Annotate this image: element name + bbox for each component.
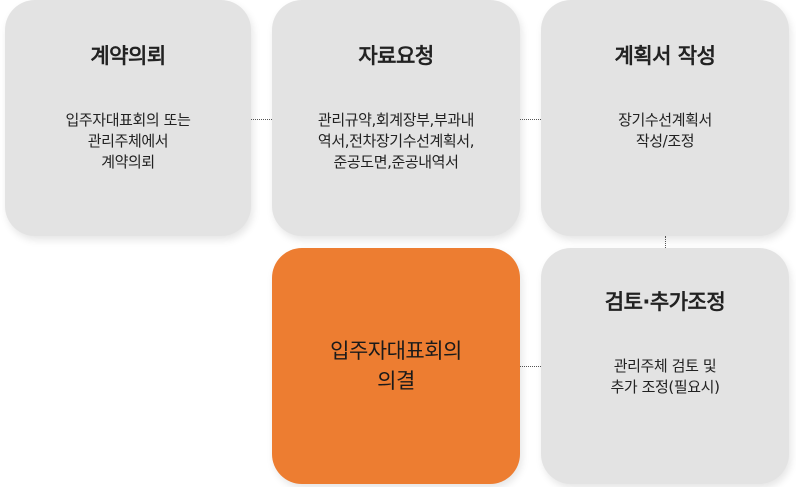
connector-dotted: [251, 119, 272, 120]
desc-line: 관리규약,회계장부,부과내: [317, 111, 475, 129]
connector-dotted: [520, 119, 541, 120]
desc-line: 계약의뢰: [101, 153, 155, 171]
desc-line: 추가 조정(필요시): [610, 378, 720, 396]
title-line: 의결: [377, 369, 415, 393]
step-title: 계획서 작성: [614, 44, 716, 68]
step-title: 계약의뢰: [90, 44, 166, 68]
step-description: 관리주체 검토 및 추가 조정(필요시): [610, 356, 719, 398]
desc-line: 장기수선계획서: [618, 111, 712, 129]
connector-dotted: [665, 236, 666, 248]
step-description: 관리규약,회계장부,부과내 역서,전차장기수선계획서, 준공도면,준공내역서: [317, 110, 475, 173]
title-line: 입주자대표회의: [330, 339, 462, 363]
desc-line: 관리주체에서: [87, 132, 169, 150]
step-plan-writing: 계획서 작성 장기수선계획서 작성/조정: [541, 0, 789, 236]
step-title: 자료요청: [358, 44, 434, 68]
step-title: 검토·추가조정: [604, 290, 726, 314]
desc-line: 관리주체 검토 및: [613, 357, 717, 375]
desc-line: 준공도면,준공내역서: [333, 153, 459, 171]
step-resolution: 입주자대표회의 의결: [272, 248, 520, 484]
step-title: 입주자대표회의 의결: [330, 336, 462, 396]
step-data-request: 자료요청 관리규약,회계장부,부과내 역서,전차장기수선계획서, 준공도면,준공…: [272, 0, 520, 236]
step-description: 장기수선계획서 작성/조정: [618, 110, 712, 152]
step-description: 입주자대표회의 또는 관리주체에서 계약의뢰: [66, 110, 191, 173]
connector-dotted: [520, 366, 541, 367]
desc-line: 작성/조정: [635, 132, 695, 150]
desc-line: 입주자대표회의 또는: [65, 111, 191, 129]
desc-line: 역서,전차장기수선계획서,: [317, 132, 475, 150]
step-review-adjust: 검토·추가조정 관리주체 검토 및 추가 조정(필요시): [541, 248, 789, 484]
step-contract-request: 계약의뢰 입주자대표회의 또는 관리주체에서 계약의뢰: [5, 0, 251, 236]
